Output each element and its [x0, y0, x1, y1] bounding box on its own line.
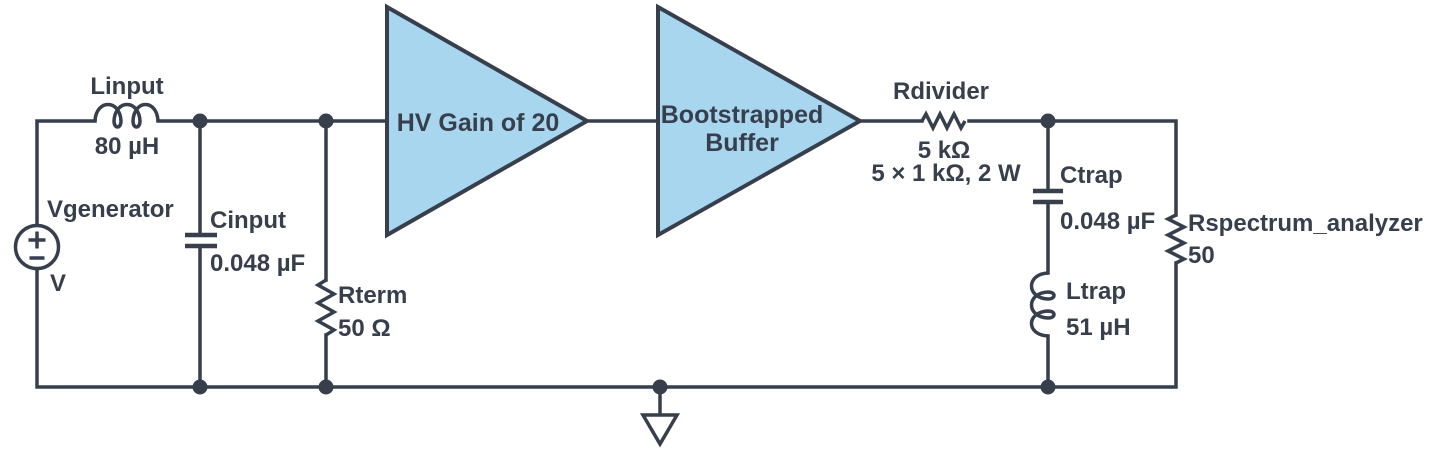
resistor-symbol-rspectrum: [1164, 213, 1188, 265]
hv-amp-label: HV Gain of 20: [397, 109, 560, 137]
linput-value: 80 µH: [95, 133, 160, 160]
capacitor-symbol-ctrap: [1033, 188, 1063, 205]
junction-dot: [1040, 113, 1056, 129]
amplifier-triangle-hv: [385, 3, 592, 239]
ctrap-label: Ctrap: [1060, 162, 1123, 189]
cinput-value: 0.048 µF: [210, 250, 305, 277]
junction-dot: [192, 113, 208, 129]
junction-dot: [318, 113, 334, 129]
rdivider-note: 5 × 1 kΩ, 2 W: [871, 160, 1021, 187]
ltrap-label: Ltrap: [1066, 278, 1126, 305]
ltrap-value: 51 µH: [1066, 314, 1131, 341]
ground-icon: [639, 413, 681, 448]
junction-dot: [652, 379, 668, 395]
junction-dots: [192, 113, 1056, 395]
inductor-symbol-linput: [93, 102, 160, 129]
amplifier-triangle-buffer: [656, 3, 865, 239]
wire-network: [35, 119, 1178, 417]
resistor-symbol-rdivider: [920, 110, 967, 132]
cinput-label: Cinput: [210, 207, 286, 234]
inductor-symbol-ltrap: [1029, 271, 1056, 338]
linput-label: Linput: [90, 73, 163, 100]
rterm-value: 50 Ω: [338, 315, 391, 342]
resistor-symbol-rterm: [314, 278, 338, 337]
ctrap-value: 0.048 µF: [1060, 208, 1155, 235]
voltage-source-symbol: [13, 223, 61, 271]
buffer-amp-label-line2: Buffer: [705, 129, 779, 157]
buffer-amp-label-line1: Bootstrapped: [661, 101, 824, 129]
vgenerator-label: Vgenerator: [47, 196, 174, 223]
rspectrum-label: Rspectrum_analyzer: [1188, 210, 1423, 237]
junction-dot: [318, 379, 334, 395]
junction-dot: [192, 379, 208, 395]
junction-dot: [1040, 379, 1056, 395]
rterm-label: Rterm: [338, 282, 407, 309]
vgenerator-value: V: [50, 270, 66, 297]
rdivider-label: Rdivider: [893, 78, 989, 105]
rspectrum-value: 50: [1188, 242, 1215, 269]
rdivider-value: 5 kΩ: [918, 137, 971, 164]
plus-icon: [28, 231, 46, 249]
capacitor-symbol-cinput: [185, 232, 217, 249]
